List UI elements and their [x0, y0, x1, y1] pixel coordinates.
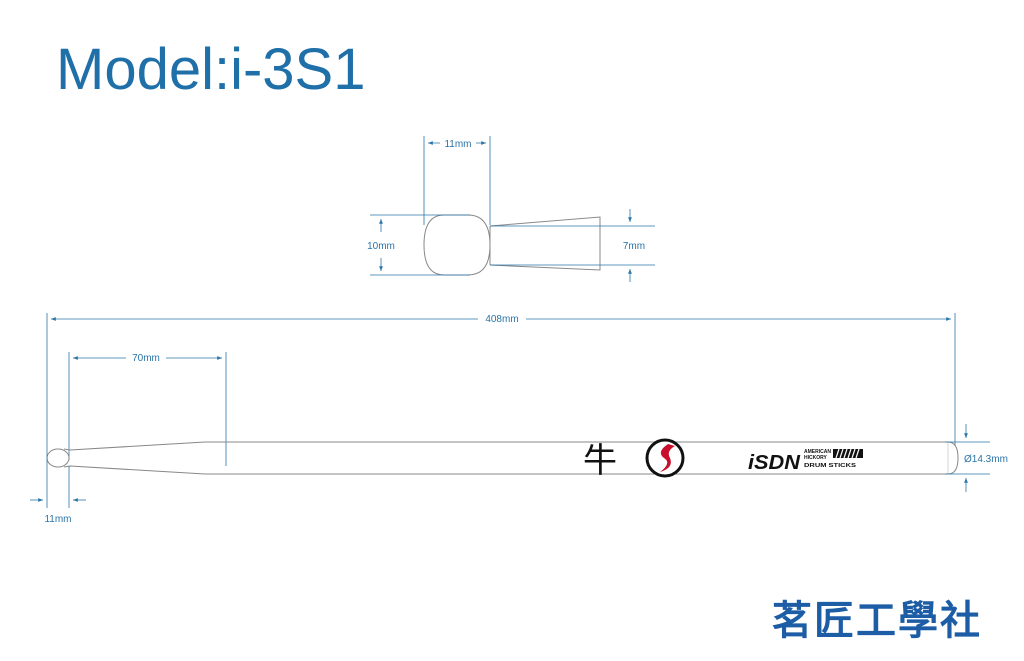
isdn-logo-text: iSDN: [748, 452, 801, 474]
neck-height-label: 7mm: [623, 241, 645, 252]
logo-line-american: AMERICAN: [804, 449, 831, 455]
stick-tip-bead: [46, 448, 70, 468]
brand-name: 茗匠工學社: [772, 597, 982, 644]
tip-width-label: 11mm: [444, 139, 471, 150]
isdn-logo: iSDN AMERICAN HICKORY DRUM STICKS: [748, 448, 863, 474]
tip-detail: 11mm 10mm 7mm: [367, 136, 655, 282]
overall-length-label: 408mm: [485, 314, 518, 325]
logo-line-hickory: HICKORY: [804, 455, 828, 461]
full-stick: 408mm 70mm 11mm Ø14.3mm 牛 iSDN AMERICA: [30, 312, 1008, 525]
logo-line-drumsticks: DRUM STICKS: [804, 463, 856, 469]
model-title: Model:i-3S1: [56, 37, 366, 102]
tip-neck-outline: [489, 216, 601, 271]
tip-height-label: 10mm: [367, 241, 395, 252]
tip-length-label: 11mm: [44, 514, 71, 525]
stick-character: 牛: [583, 441, 617, 481]
red-logo-emblem: [645, 438, 685, 478]
tip-bead-outline: [423, 214, 491, 276]
diameter-label: Ø14.3mm: [964, 454, 1008, 465]
taper-length-label: 70mm: [132, 353, 160, 364]
